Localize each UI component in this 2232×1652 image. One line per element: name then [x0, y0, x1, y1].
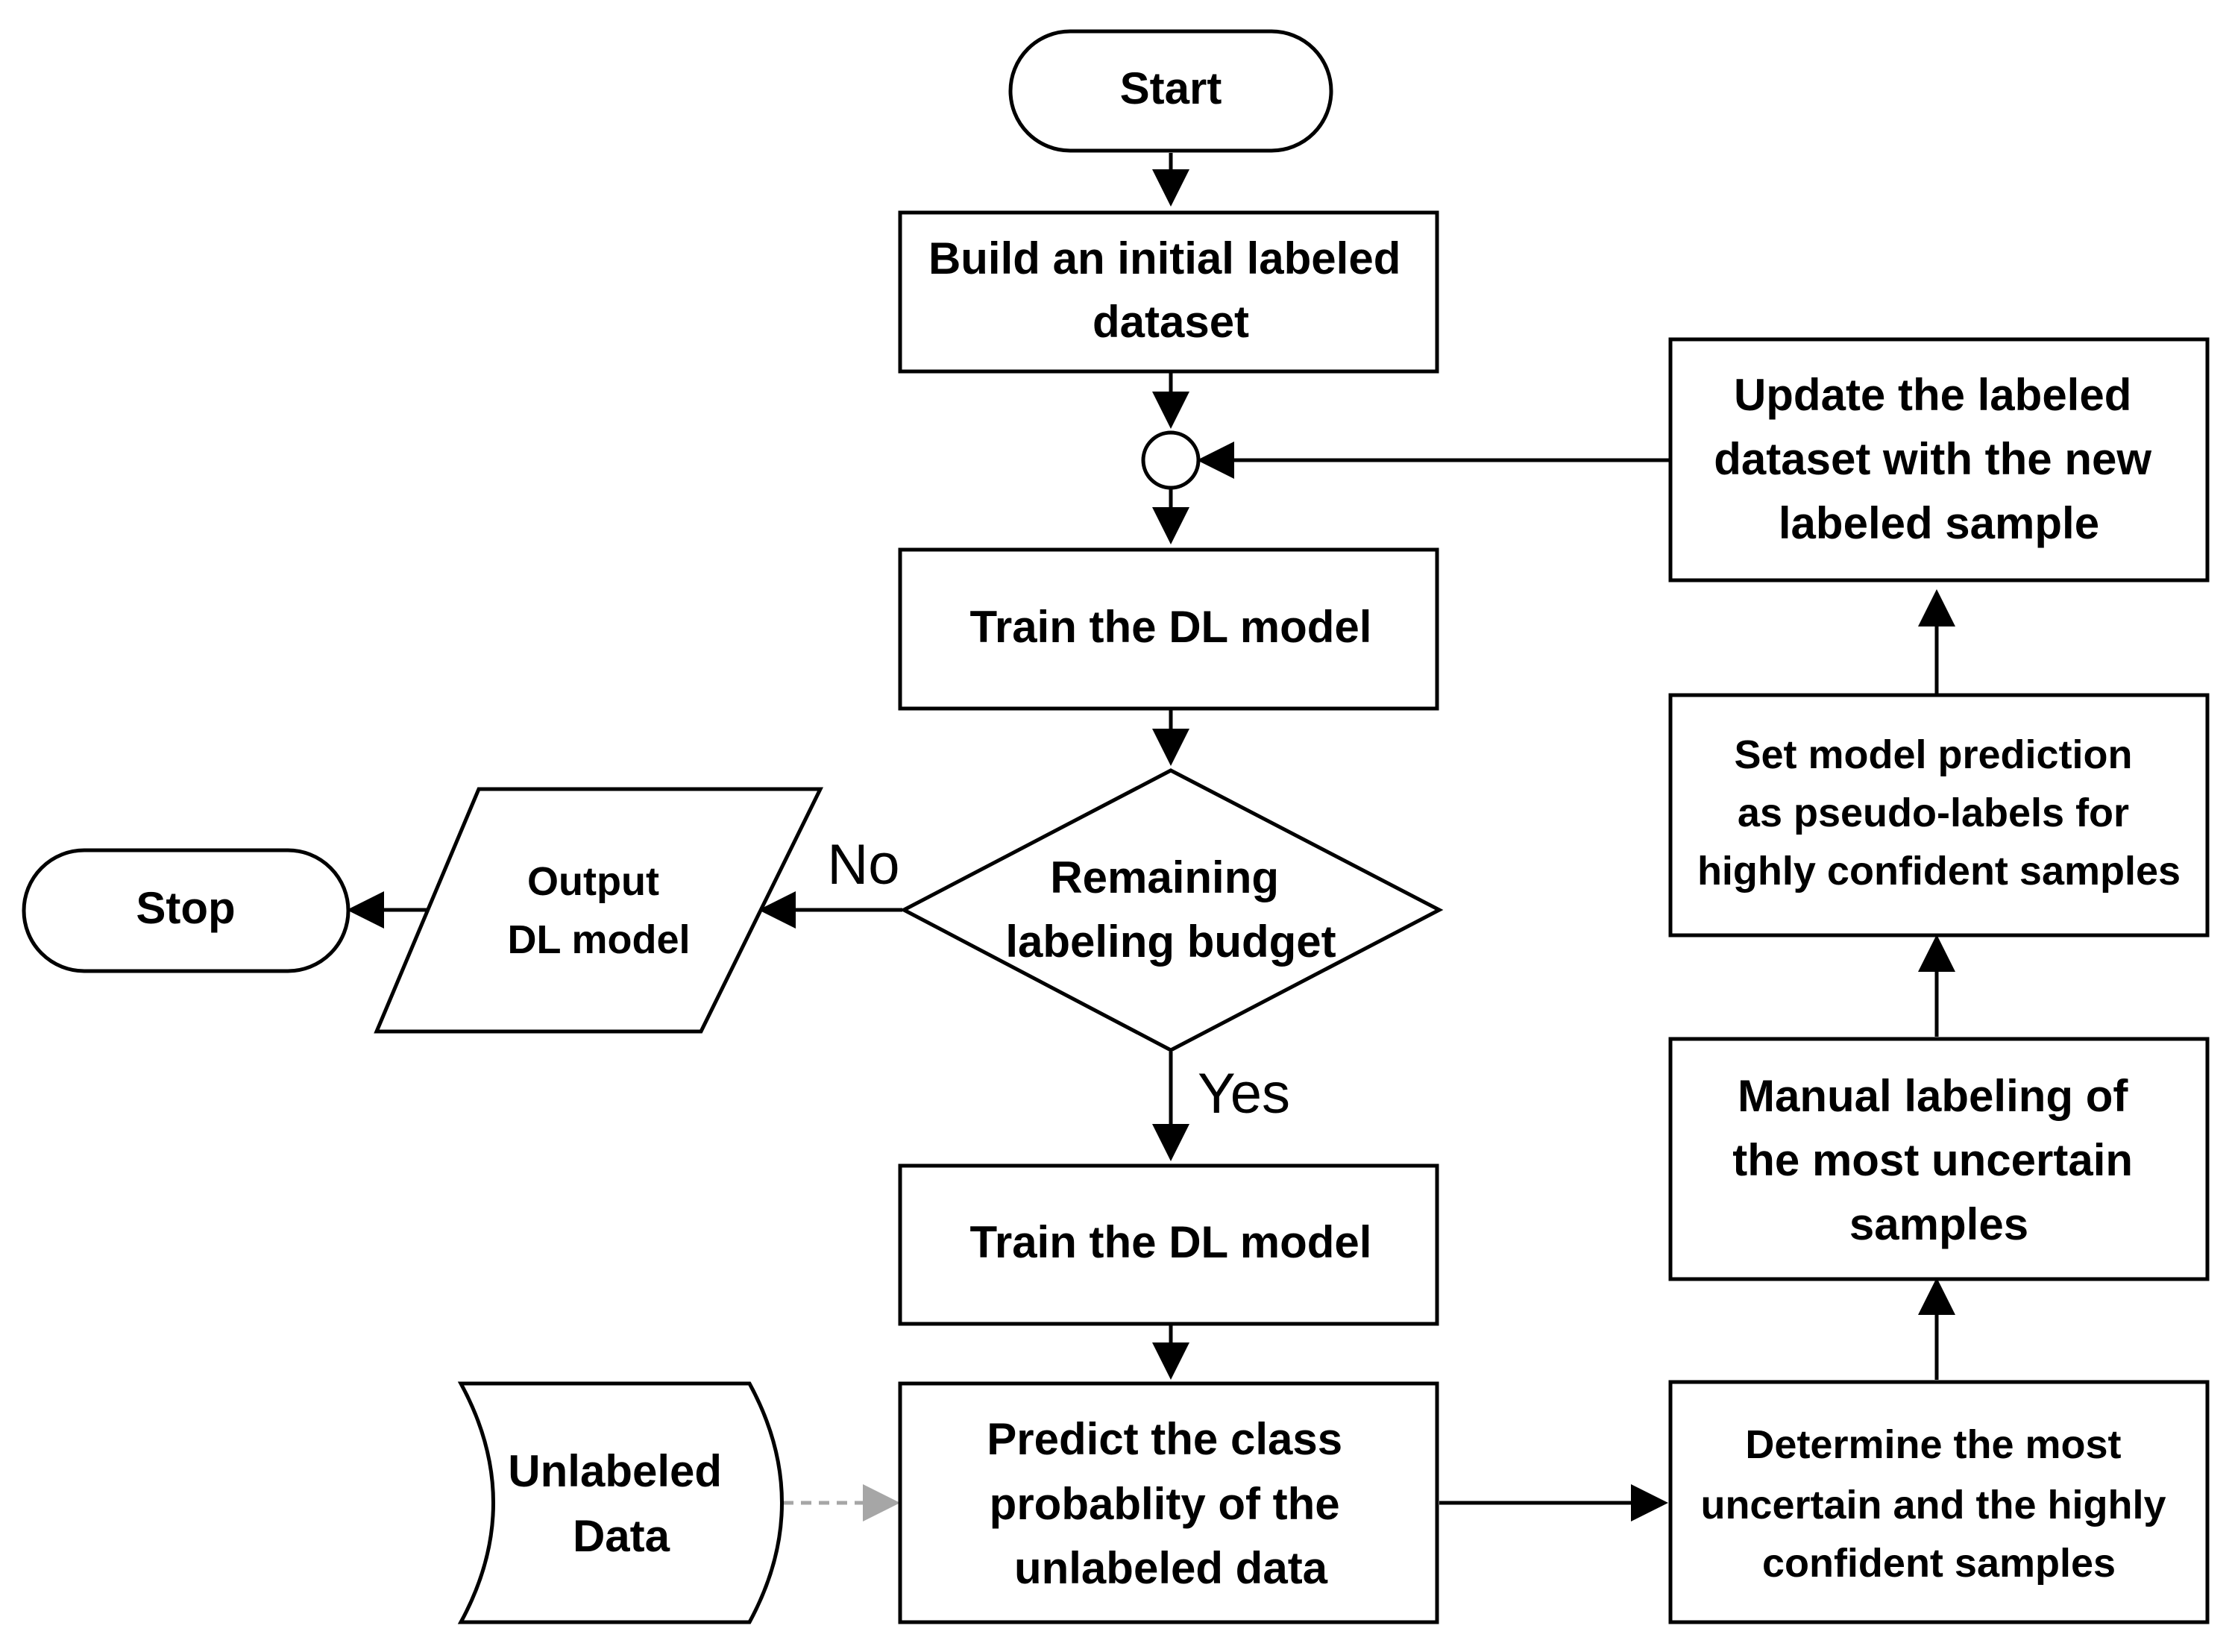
unlabeled-data-shape — [457, 1381, 784, 1624]
manual-labeling-label: Manual labeling of the most uncertain sa… — [1732, 1071, 2145, 1249]
output-label: Output DL model — [507, 859, 690, 962]
build-label: Build an initial labeled dataset — [928, 233, 1413, 347]
stop-label: Stop — [136, 883, 235, 933]
stop-shape — [22, 848, 350, 973]
unlabeled-data-node: Unlabeled Data — [457, 1381, 784, 1624]
determine-shape — [1668, 1380, 2210, 1624]
no-label: No — [827, 833, 899, 896]
manual-labeling-shape — [1668, 1037, 2210, 1281]
train-model-shape-2 — [898, 1163, 1439, 1326]
predict-label: Predict the class probablity of the unla… — [987, 1414, 1355, 1593]
start-label: Start — [1120, 63, 1222, 113]
edges — [347, 153, 1955, 1521]
manual-labeling-node: Manual labeling of the most uncertain sa… — [1668, 1037, 2210, 1281]
yes-label: Yes — [1198, 1062, 1290, 1125]
output-shape — [374, 787, 824, 1034]
update-dataset-shape — [1668, 337, 2210, 582]
junction-circle — [1141, 430, 1201, 490]
train-model-shape-1 — [898, 547, 1439, 711]
build-shape — [898, 210, 1439, 374]
update-dataset-label: Update the labeled dataset with the new … — [1714, 370, 2163, 548]
decision-node: Remaining labeling budget — [899, 768, 1444, 1052]
determine-label: Determine the most uncertain and the hig… — [1700, 1422, 2177, 1586]
predict-node: Predict the class probablity of the unla… — [898, 1381, 1439, 1624]
start-shape — [1008, 29, 1333, 153]
train-model-node-1: Train the DL model — [898, 547, 1439, 711]
pseudo-labels-label: Set model prediction as pseudo-labels fo… — [1697, 732, 2181, 893]
build-node: Build an initial labeled dataset — [898, 210, 1439, 374]
output-node: Output DL model — [374, 787, 824, 1034]
stop-node: Stop — [22, 848, 350, 973]
decision-shape — [899, 768, 1444, 1052]
update-dataset-node: Update the labeled dataset with the new … — [1668, 337, 2210, 582]
train-model-label-1: Train the DL model — [970, 602, 1372, 652]
determine-node: Determine the most uncertain and the hig… — [1668, 1380, 2210, 1624]
train-model-node-2: Train the DL model — [898, 1163, 1439, 1326]
unlabeled-data-label: Unlabeled Data — [508, 1446, 734, 1561]
train-model-label-2: Train the DL model — [970, 1217, 1372, 1267]
decision-label: Remaining labeling budget — [1005, 852, 1336, 967]
pseudo-labels-node: Set model prediction as pseudo-labels fo… — [1668, 693, 2210, 938]
predict-shape — [898, 1381, 1439, 1624]
pseudo-labels-shape — [1668, 693, 2210, 938]
start-node: Start — [1008, 29, 1333, 153]
